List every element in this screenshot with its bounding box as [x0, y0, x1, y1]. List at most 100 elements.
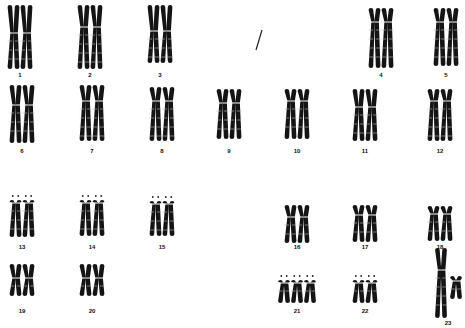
band [78, 53, 83, 54]
band [353, 133, 358, 134]
p-arm [21, 5, 27, 32]
band [80, 127, 85, 128]
p-arm [15, 264, 21, 277]
p-arm [83, 5, 89, 26]
q-arm [371, 108, 377, 141]
band [157, 118, 162, 119]
band [454, 39, 459, 40]
q-arm [28, 106, 34, 143]
band [224, 111, 229, 112]
chromosome [8, 5, 20, 69]
p-arm [369, 8, 375, 21]
q-arm [298, 218, 304, 243]
q-arm [23, 204, 29, 237]
chromosome [366, 275, 378, 303]
band [389, 39, 394, 40]
p-arm [428, 206, 434, 213]
q-arm [433, 215, 439, 241]
band [93, 127, 98, 128]
band [435, 109, 440, 110]
band [10, 229, 15, 230]
q-arm [297, 284, 303, 303]
band [369, 30, 374, 31]
q-arm [439, 23, 445, 66]
p-arm [93, 264, 99, 277]
band [21, 50, 26, 51]
q-arm [441, 102, 447, 141]
p-arm [290, 89, 296, 100]
band [434, 39, 439, 40]
band [8, 50, 13, 51]
band [376, 57, 381, 58]
p-arm [371, 89, 377, 106]
q-arm [433, 102, 439, 141]
p-arm [80, 85, 86, 100]
p-arm [26, 5, 32, 32]
band [435, 222, 440, 223]
q-arm [96, 28, 102, 69]
chromosome-number: 2 [88, 72, 91, 78]
band [434, 57, 439, 58]
band [150, 212, 155, 213]
q-arm [428, 102, 434, 141]
q-arm [15, 279, 21, 296]
q-arm [446, 102, 452, 141]
q-arm [28, 204, 34, 237]
q-arm [98, 204, 104, 236]
chromosome [278, 275, 290, 303]
band [30, 131, 35, 132]
band [21, 41, 26, 42]
p-arm [96, 5, 102, 26]
q-arm [446, 215, 452, 241]
band [450, 289, 455, 290]
band [30, 286, 35, 287]
band [373, 232, 378, 233]
band [170, 221, 175, 222]
p-arm [303, 205, 309, 216]
satellite [355, 275, 357, 277]
q-arm [366, 216, 372, 242]
band [23, 211, 28, 212]
satellite [293, 275, 295, 277]
q-arm [85, 204, 91, 236]
chromosome [447, 8, 459, 66]
band [98, 35, 103, 36]
p-arm [439, 8, 445, 21]
satellite [373, 275, 375, 277]
chromosome-number: 4 [379, 72, 382, 78]
band [28, 59, 33, 60]
band [170, 212, 175, 213]
q-arm [447, 23, 453, 66]
satellite [152, 196, 154, 198]
band [170, 127, 175, 128]
band [366, 115, 371, 116]
q-arm [387, 23, 393, 68]
chromosome [353, 89, 365, 141]
band [435, 278, 440, 279]
q-arm [93, 102, 99, 141]
p-arm [15, 200, 21, 202]
p-arm [85, 200, 91, 202]
q-arm [98, 279, 104, 296]
band [448, 109, 453, 110]
band [447, 39, 452, 40]
p-arm [10, 85, 16, 104]
q-arm [303, 218, 309, 243]
satellite [25, 195, 27, 197]
satellite [82, 195, 84, 197]
q-arm [80, 102, 86, 141]
q-arm [80, 279, 86, 296]
band [87, 127, 92, 128]
q-arm [78, 28, 84, 69]
band [389, 48, 394, 49]
chromosome [150, 196, 162, 236]
band [17, 113, 22, 114]
q-arm [290, 102, 296, 139]
p-arm [366, 89, 372, 106]
chromosome [217, 89, 229, 139]
band [434, 48, 439, 49]
band [80, 211, 85, 212]
p-arm [78, 5, 84, 26]
q-arm [10, 106, 16, 143]
p-arm [446, 206, 452, 213]
